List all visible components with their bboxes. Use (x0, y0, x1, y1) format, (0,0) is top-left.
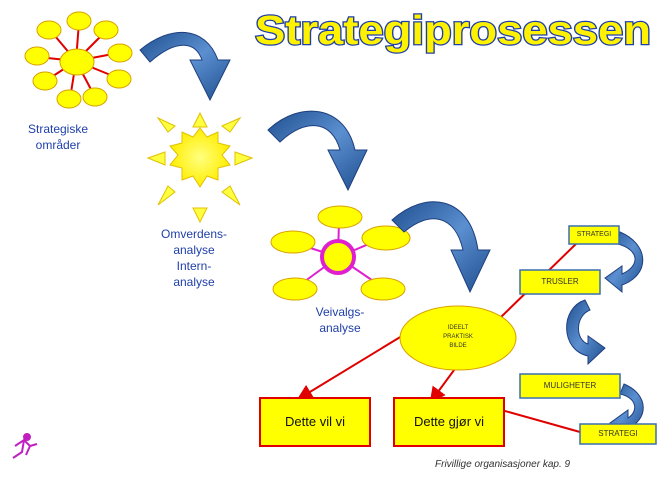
footer-caption: Frivillige organisasjoner kap. 9 (435, 459, 571, 470)
ideal-picture-oval (399, 305, 517, 371)
choice-analysis-label: Veivalgs- analyse (315, 305, 365, 335)
curved-arrow-3 (391, 201, 491, 294)
strategy-top-box: STRATEGI (576, 231, 612, 238)
threats-box: TRUSLER (541, 277, 579, 286)
boxes (259, 225, 657, 447)
curved-arrow-1 (139, 31, 231, 102)
environment-analysis-label: Omverdens- analyse Intern- analyse (160, 227, 228, 289)
ideal-picture-text: IDEELT PRAKTISK BILDE (443, 325, 473, 349)
curved-arrow-2 (267, 110, 368, 192)
runner-logo-icon (12, 433, 38, 459)
this-we-want-box: Dette vil vi (285, 414, 345, 429)
environment-analysis-sun (146, 111, 254, 224)
flow-arrows (139, 31, 491, 294)
loop-arrows (566, 231, 644, 437)
choice-analysis-flower (270, 205, 411, 301)
strategic-areas-label: Strategiske områder (27, 122, 89, 152)
this-we-do-box: Dette gjør vi (413, 414, 485, 429)
strategic-areas-cluster (24, 11, 133, 109)
svg-text:Strategiprosessen: Strategiprosessen (255, 7, 651, 53)
opportunities-box: MULIGHETER (543, 381, 597, 390)
strategy-bottom-box: STRATEGI (598, 429, 638, 438)
page-title: Strategiprosessen (254, 6, 653, 54)
